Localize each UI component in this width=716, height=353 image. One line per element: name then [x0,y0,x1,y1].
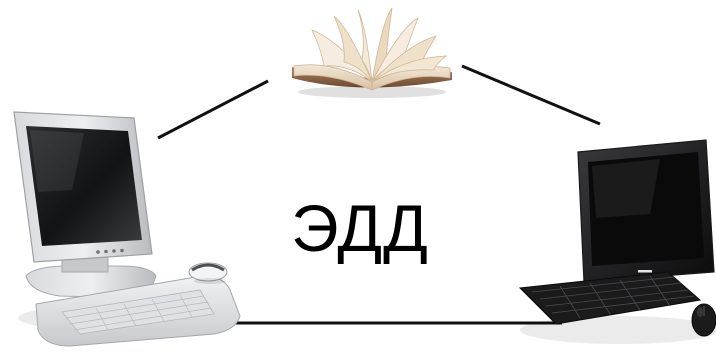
link-book-to-right-computer [462,66,600,124]
center-label: ЭДД [270,188,450,268]
desktop-computer-icon [14,112,240,346]
open-book-icon [292,8,452,98]
all-in-one-computer-icon [520,140,716,344]
link-left-computer-to-book [158,81,268,138]
